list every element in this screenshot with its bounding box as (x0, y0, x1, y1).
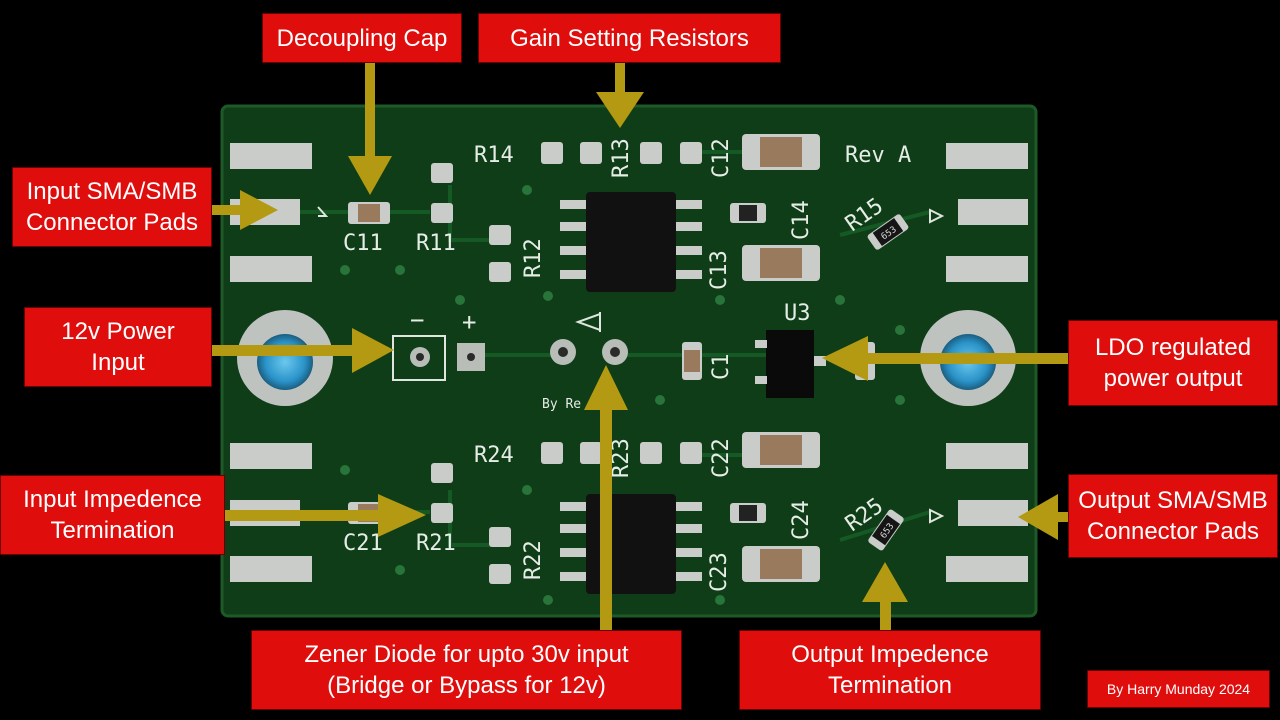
resistor-r15: 653 (867, 214, 909, 250)
callout-gain-resistors: Gain Setting Resistors (478, 13, 781, 63)
silk-c24: C24 (789, 500, 814, 540)
credit-label: By Harry Munday 2024 (1087, 670, 1270, 708)
mounting-hole-left (237, 310, 333, 406)
silk-c21: C21 (343, 531, 383, 556)
input-sma-pads-bottom (230, 443, 312, 582)
callout-arrows (210, 62, 1070, 632)
silkscreen-labels: R14 R13 C12 Rev A C11 R11 R12 C13 C14 R1… (317, 138, 945, 592)
capacitors-large (742, 134, 820, 582)
output-sma-pads-top (946, 143, 1028, 282)
silk-r24: R24 (474, 443, 514, 468)
silk-by: By Re (542, 397, 581, 412)
ldo-regulator-u3 (755, 330, 826, 398)
silk-plus: + (462, 308, 476, 336)
silk-c22: C22 (709, 438, 734, 478)
callout-zener-diode: Zener Diode for upto 30v input(Bridge or… (251, 630, 682, 710)
opamp-top (560, 192, 702, 292)
silk-r22: R22 (521, 540, 546, 580)
silk-r11: R11 (416, 231, 456, 256)
silk-c1: C1 (709, 354, 734, 381)
silk-r23: R23 (609, 438, 634, 478)
silk-c13: C13 (707, 250, 732, 290)
silk-u3: U3 (784, 301, 811, 326)
resistor-pads (431, 142, 702, 584)
silk-c14: C14 (789, 200, 814, 240)
silk-c12: C12 (709, 138, 734, 178)
resistor-r25: 653 (868, 509, 904, 551)
callout-decoupling-cap: Decoupling Cap (262, 13, 462, 63)
output-sma-pads-bottom (946, 443, 1028, 582)
vias (340, 185, 905, 605)
power-header (392, 312, 628, 381)
silk-rev: Rev A (845, 143, 911, 168)
silk-c23: C23 (707, 552, 732, 592)
silk-r12: R12 (521, 238, 546, 278)
pcb-board (222, 106, 1036, 616)
silk-r13: R13 (609, 138, 634, 178)
silk-minus: − (410, 306, 424, 334)
silk-r14: R14 (474, 143, 514, 168)
silk-c11: C11 (343, 231, 383, 256)
silk-r21: R21 (416, 531, 456, 556)
